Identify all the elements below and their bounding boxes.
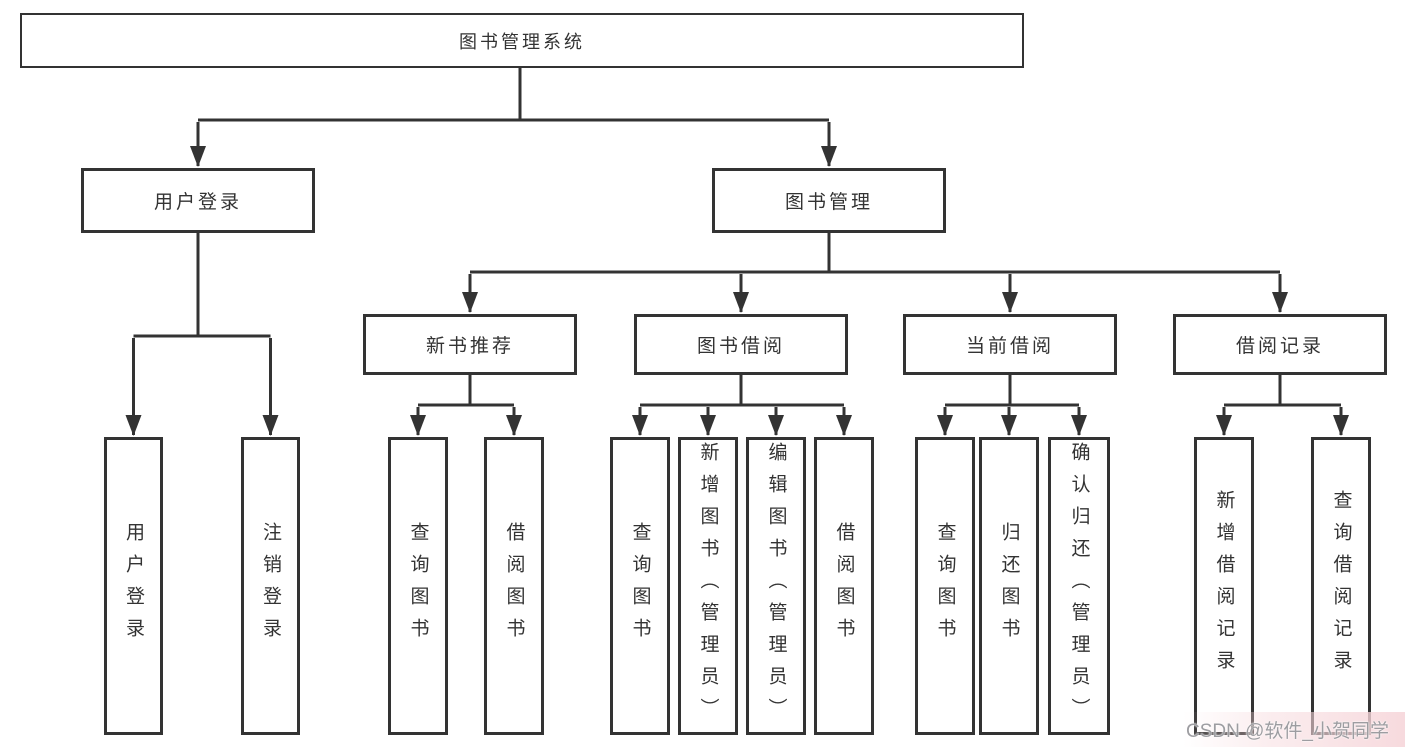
- node-br-add-record: 新增借阅记录: [1194, 437, 1254, 735]
- csdn-watermark: CSDN @软件_小贺同学: [1183, 712, 1405, 747]
- node-book-borrowing: 图书借阅: [634, 314, 848, 375]
- node-nb-query-books: 查询图书: [388, 437, 448, 735]
- node-bb-add-book-admin: 新增图书（管理员）: [678, 437, 738, 735]
- node-bb-borrow-books: 借阅图书: [814, 437, 874, 735]
- node-library-system: 图书管理系统: [20, 13, 1024, 68]
- node-logout-login: 注销登录: [241, 437, 300, 735]
- node-br-query-record: 查询借阅记录: [1311, 437, 1371, 735]
- node-cb-return-books: 归还图书: [979, 437, 1039, 735]
- node-book-management: 图书管理: [712, 168, 946, 233]
- node-user-login-leaf: 用户登录: [104, 437, 163, 735]
- node-cb-confirm-return-admin: 确认归还（管理员）: [1048, 437, 1110, 735]
- node-cb-query-books: 查询图书: [915, 437, 975, 735]
- node-new-book-recommendation: 新书推荐: [363, 314, 577, 375]
- node-nb-borrow-books: 借阅图书: [484, 437, 544, 735]
- node-user-login: 用户登录: [81, 168, 315, 233]
- node-borrowing-records: 借阅记录: [1173, 314, 1387, 375]
- node-current-borrowing: 当前借阅: [903, 314, 1117, 375]
- node-bb-query-books: 查询图书: [610, 437, 670, 735]
- node-bb-edit-book-admin: 编辑图书（管理员）: [746, 437, 806, 735]
